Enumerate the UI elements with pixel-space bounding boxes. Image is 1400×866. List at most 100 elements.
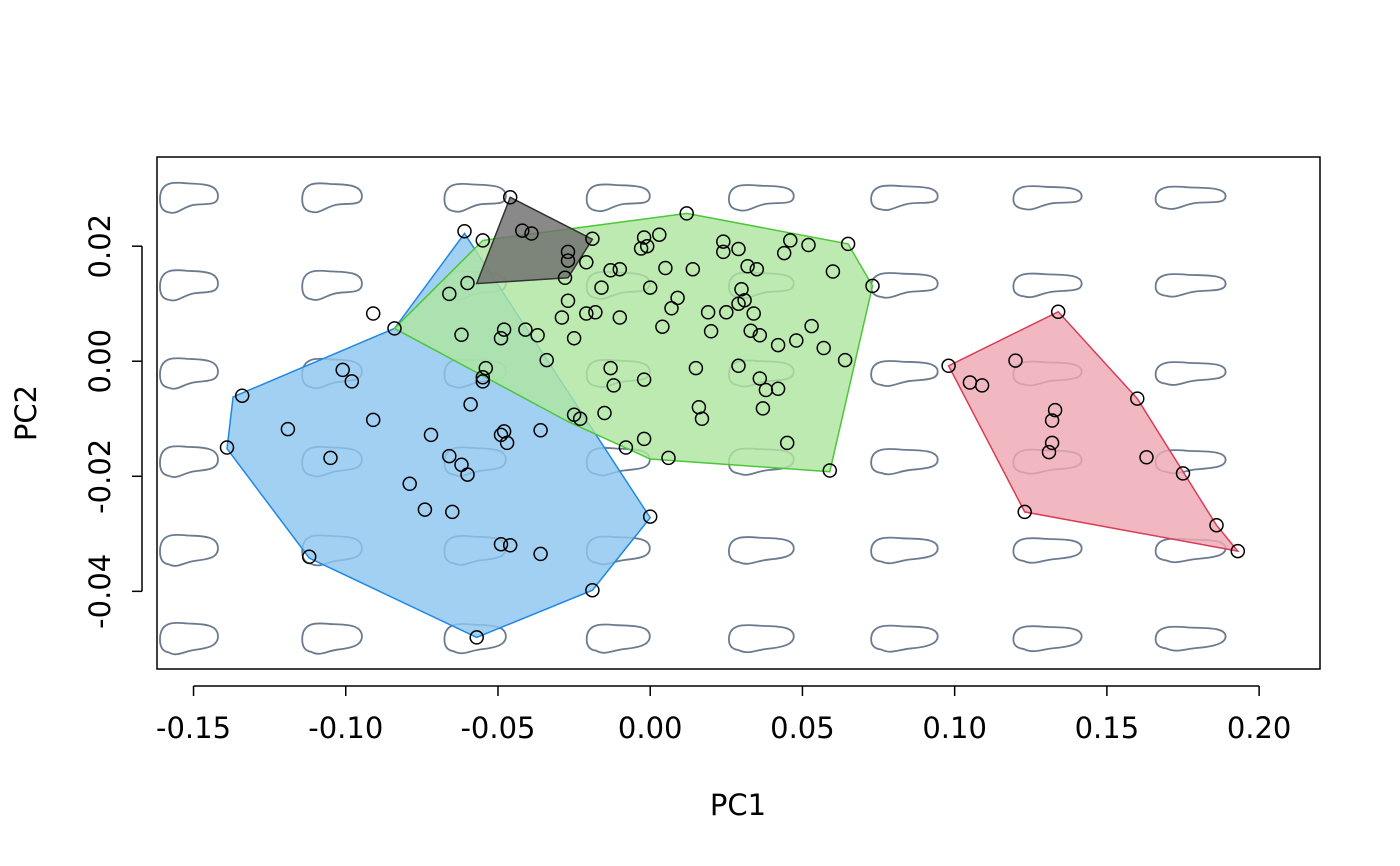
data-point: [530, 328, 545, 343]
data-point: [612, 261, 628, 277]
data-point: [776, 245, 792, 261]
data-point: [816, 340, 831, 356]
data-point: [636, 431, 652, 447]
data-point: [475, 233, 491, 248]
data-point: [365, 412, 381, 428]
data-point: [219, 440, 235, 455]
data-point: [475, 370, 491, 385]
data-point: [655, 319, 670, 334]
data-point: [460, 467, 475, 482]
data-point: [639, 238, 655, 254]
data-point: [1050, 304, 1066, 320]
data-point: [633, 241, 649, 256]
mean-shape-outline: [870, 624, 939, 653]
data-point: [642, 509, 658, 524]
data-point: [533, 546, 548, 562]
data-point: [335, 362, 350, 378]
data-point: [579, 306, 594, 321]
data-point: [445, 504, 460, 520]
data-point: [402, 476, 417, 492]
mean-shape-outline: [301, 622, 363, 655]
data-point: [837, 352, 853, 368]
data-point: [612, 310, 628, 325]
data-point: [755, 401, 771, 416]
mean-shape-outline: [870, 536, 939, 565]
data-point: [502, 538, 518, 553]
data-point: [594, 280, 609, 295]
data-point: [469, 630, 484, 645]
mean-shape-outline: [159, 357, 219, 390]
data-point: [804, 318, 819, 334]
mean-shape-outline: [585, 183, 651, 213]
mean-shape-outline: [870, 360, 939, 387]
mean-shape-outline: [443, 182, 507, 213]
data-point: [752, 328, 768, 343]
data-point: [572, 411, 588, 427]
data-point: [941, 358, 956, 374]
data-point: [606, 378, 621, 393]
mean-shape-outline: [301, 269, 363, 301]
y-tick-label: -0.04: [83, 554, 117, 629]
mean-shape-outline: [728, 184, 795, 212]
y-tick-label: 0.02: [83, 214, 117, 279]
data-point: [442, 448, 457, 464]
data-point: [685, 261, 701, 277]
mean-shape-outline: [585, 623, 651, 654]
data-point: [539, 352, 554, 368]
data-point: [716, 244, 731, 260]
data-point: [779, 435, 795, 451]
data-point: [865, 278, 880, 294]
data-point: [770, 381, 786, 397]
group-hull: [947, 310, 1240, 553]
data-point: [670, 290, 685, 306]
mean-shape-outline: [1154, 625, 1227, 652]
data-point: [387, 321, 402, 336]
data-point: [603, 360, 618, 376]
data-point: [454, 327, 469, 343]
data-point: [752, 371, 768, 386]
group-convex-hulls: [226, 196, 1240, 639]
data-point: [1008, 353, 1023, 368]
data-point: [694, 411, 710, 427]
data-point: [652, 227, 667, 242]
data-point: [560, 244, 576, 260]
data-point: [344, 374, 360, 389]
data-point: [1044, 435, 1060, 451]
data-point: [770, 337, 786, 353]
data-point: [661, 450, 676, 466]
data-point: [478, 360, 494, 376]
data-point: [475, 374, 491, 389]
mean-shape-outline: [159, 181, 219, 214]
data-point: [603, 263, 618, 278]
mean-shape-outline: [301, 182, 363, 214]
data-point: [703, 324, 719, 339]
data-point: [1139, 450, 1154, 465]
x-tick-label: 0.00: [618, 711, 683, 745]
data-point: [789, 333, 804, 348]
mean-shape-outline: [1154, 185, 1227, 210]
data-point: [1230, 543, 1246, 559]
data-point: [301, 549, 317, 565]
data-point: [499, 435, 515, 451]
data-point: [737, 292, 752, 308]
data-point: [618, 440, 634, 455]
y-tick-label: -0.02: [83, 439, 117, 514]
mean-shape-outline: [728, 536, 795, 565]
data-point: [560, 253, 576, 268]
data-point: [743, 323, 758, 338]
data-point: [365, 306, 381, 321]
mean-shape-outline: [159, 533, 219, 567]
data-point: [585, 582, 600, 598]
specimen-points: [219, 190, 1246, 645]
data-point: [1130, 391, 1145, 406]
data-point: [740, 259, 755, 274]
data-point: [502, 190, 518, 205]
x-tick-label: 0.05: [770, 711, 835, 745]
mean-shape-outline: [870, 272, 939, 299]
data-point: [597, 405, 612, 421]
data-point: [734, 282, 749, 297]
mean-shape-outline: [1012, 272, 1083, 299]
data-point: [825, 264, 841, 279]
